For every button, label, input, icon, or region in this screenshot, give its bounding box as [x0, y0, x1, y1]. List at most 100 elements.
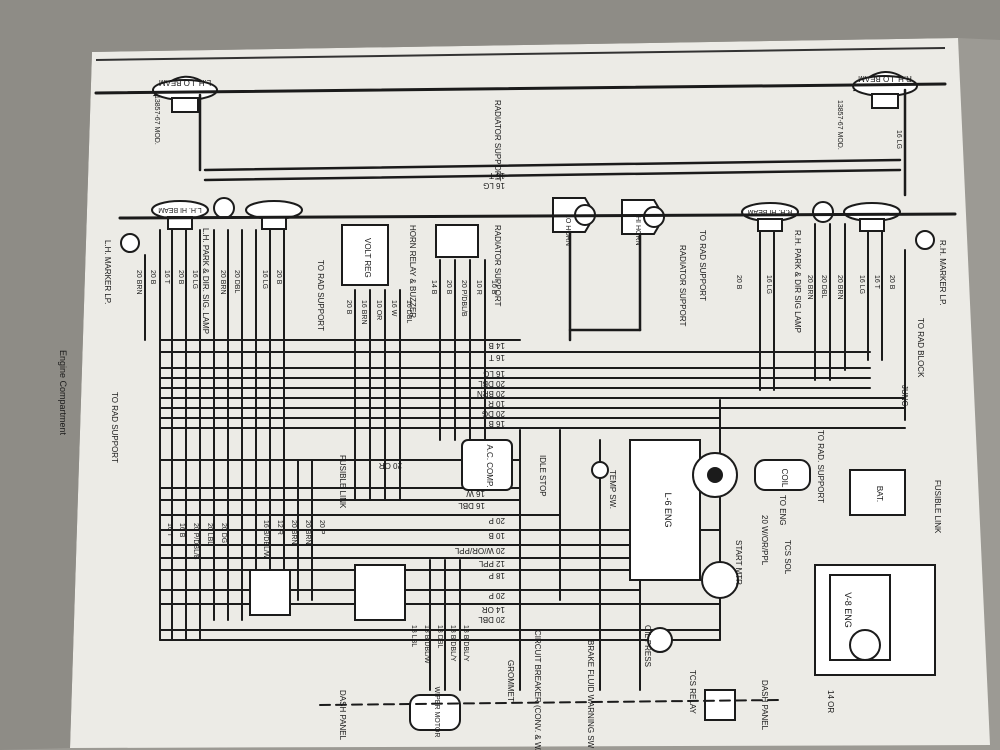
to-eng-label: TO ENG — [778, 495, 787, 526]
vr-0: 20 B — [345, 300, 352, 315]
lh-lo-beam-label: L.H. LO BEAM — [158, 78, 211, 87]
lls-6: 12 R — [276, 520, 283, 535]
wp-4: 18 B/DBL/Y — [462, 625, 469, 662]
rs-4: 20 BRN — [836, 275, 843, 300]
wp-2: 18 DBL — [436, 625, 443, 648]
lls-4: 20 DG — [220, 523, 227, 543]
fusible-link-2: FUSIBLE LINK — [933, 480, 942, 534]
wire-label-16t: 16 T — [489, 353, 505, 362]
to-rad-support-3: TO RAD SUPPORT — [110, 392, 119, 463]
hr-4: 10 B — [490, 280, 497, 295]
volt-reg-box — [341, 224, 389, 286]
rh-hi-beam-label: R.H. HI BEAM — [747, 208, 792, 215]
wire-label-20p: 20 P — [489, 516, 505, 525]
vr-2: 10 OR — [375, 300, 382, 320]
lls-9: 20 P — [318, 520, 325, 535]
ls-4: 16 LG — [191, 270, 198, 289]
wire-label-top-16t: 16 T — [489, 171, 505, 180]
starter-motor: START MTR — [701, 540, 743, 599]
lls-0: 16 T — [166, 523, 173, 538]
wire-label-16w: 16 W — [466, 489, 485, 498]
rs-0: 20 B — [735, 275, 742, 290]
lls-1: 16 B — [178, 523, 185, 538]
wp-3: 18 B/DBL/Y — [449, 625, 456, 662]
lls-8: 20 BRN — [304, 520, 311, 545]
wire-label-top-16lg: 16 LG — [483, 181, 505, 190]
battery: BAT. — [849, 469, 906, 516]
ac-comp-label: A.C. COMP. — [485, 445, 494, 488]
tcs-sol-label: TCS SOL — [783, 540, 792, 575]
vr-1: 16 BRN — [360, 300, 367, 325]
rh-marker-lamp — [915, 230, 935, 250]
hr-1: 20 B — [445, 280, 452, 295]
junc-label: JUNC — [900, 385, 909, 407]
ls-0: 20 BRN — [135, 270, 142, 295]
left-stack-labels: 20 BRN 20 B 16 T 20 B 16 LG 20 BRN 20 DB… — [135, 270, 282, 295]
wire-label-14b: 14 B — [489, 341, 505, 350]
vr-4: 16 DBL — [405, 300, 412, 323]
connector-block-left — [249, 569, 291, 616]
rs-2: 20 BRN — [806, 275, 813, 300]
ac-compressor: A.C. COMP. — [461, 439, 513, 491]
wire-label-10r: 10 R — [488, 399, 505, 408]
rs-8: 16 LG — [895, 130, 902, 149]
hr-2: 20 P/DBL/B — [460, 280, 467, 317]
fusible-link-1: FUSIBLE LINK — [338, 455, 347, 509]
rh-park-label: R.H. PARK & DIR SIG LAMP — [793, 230, 802, 333]
dash-panel-line — [319, 699, 781, 706]
circuit-breaker-label: CIRCUIT BREAKER (CONV. & WAG) — [533, 630, 542, 750]
l6-eng-label: L-6 ENG — [663, 492, 673, 527]
wire-label-20dbl: 20 DBL — [478, 379, 505, 388]
right-stack-labels: 20 B 16 LG 20 BRN 20 DBL 20 BRN 16 LG 16… — [735, 130, 902, 300]
horn-relay-label: HORN RELAY & BUZZER — [408, 225, 417, 318]
lls-7: 20 BRN — [290, 520, 297, 545]
wire-label-16b: 16 B — [489, 419, 505, 428]
oil-press-label: OIL PRESS — [643, 625, 652, 667]
lls-5: 16 B/DBL/W — [262, 520, 269, 559]
tcs-relay — [704, 689, 736, 721]
horn-relay-box — [435, 224, 479, 258]
coil-wire-label: 20 W/OR/PPL — [760, 515, 769, 566]
idle-stop-label: IDLE STOP — [538, 455, 547, 497]
wiper-stack-labels: 18 LBL 18 B/DBL/W 18 DBL 18 B/DBL/Y 18 B… — [410, 625, 469, 664]
ls-5: 20 BRN — [219, 270, 226, 295]
horn-relay-stack-labels: 14 B 20 B 20 P/DBL/B 10 R 10 B — [430, 280, 497, 317]
ls-7: 16 LG — [261, 270, 268, 289]
temp-sw-label: TEMP SW. — [608, 470, 617, 509]
rh-lo-beam-label: R.H. LO BEAM — [858, 74, 912, 83]
ls-6: 20 DBL — [233, 270, 240, 293]
vr-3: 16 W — [390, 300, 397, 317]
radiator-support-right-label: RADIATOR SUPPORT — [678, 245, 687, 326]
ls-1: 20 B — [149, 270, 156, 285]
lls-3: 20 LBL — [206, 523, 213, 545]
brake-warn-label: BRAKE FLUID WARNING SW — [586, 640, 595, 749]
wire-label-20worppl: 20 W/OR/PPL — [454, 546, 505, 555]
rs-7: 20 B — [888, 275, 895, 290]
lh-mod-label: 13857-67 MOD. — [153, 95, 160, 145]
hi-horn: HI HORN — [621, 199, 666, 246]
wire-label-20brn: 20 BRN — [477, 389, 505, 398]
dash-panel-left-label: DASH PANEL — [338, 690, 347, 741]
temp-switch — [591, 461, 609, 479]
to-rad-support-1: TO RAD SUPPORT — [316, 260, 325, 331]
v8-eng-label: V-8 ENG — [843, 592, 853, 628]
rh-marker-label: R.H. MARKER LP. — [938, 240, 947, 306]
battery-label: BAT. — [875, 486, 884, 502]
grommet-label: GROMMET — [506, 660, 515, 702]
to-rad-support-4: TO RAD. SUPPORT — [816, 430, 825, 503]
wire-label-10b: 10 B — [489, 531, 505, 540]
rs-3: 20 DBL — [820, 275, 827, 298]
l6-engine-block: L-6 ENG — [629, 439, 701, 581]
relay-14or-label: 14 OR — [826, 690, 835, 713]
ls-2: 16 T — [163, 270, 170, 285]
coil-label: COIL — [780, 469, 789, 488]
lls-2: 20 P/DBL/B — [192, 523, 199, 560]
page-caption: Engine Compartment — [58, 350, 68, 436]
wire-label-16lg: 16 LG — [483, 369, 505, 378]
lower-left-stack-labels: 16 T 16 B 20 P/DBL/B 20 LBL 20 DG 16 B/D… — [166, 520, 325, 560]
ls-8: 20 B — [275, 270, 282, 285]
to-rad-block: TO RAD BLOCK — [916, 318, 925, 378]
lh-beam-lamp-2 — [245, 200, 303, 230]
